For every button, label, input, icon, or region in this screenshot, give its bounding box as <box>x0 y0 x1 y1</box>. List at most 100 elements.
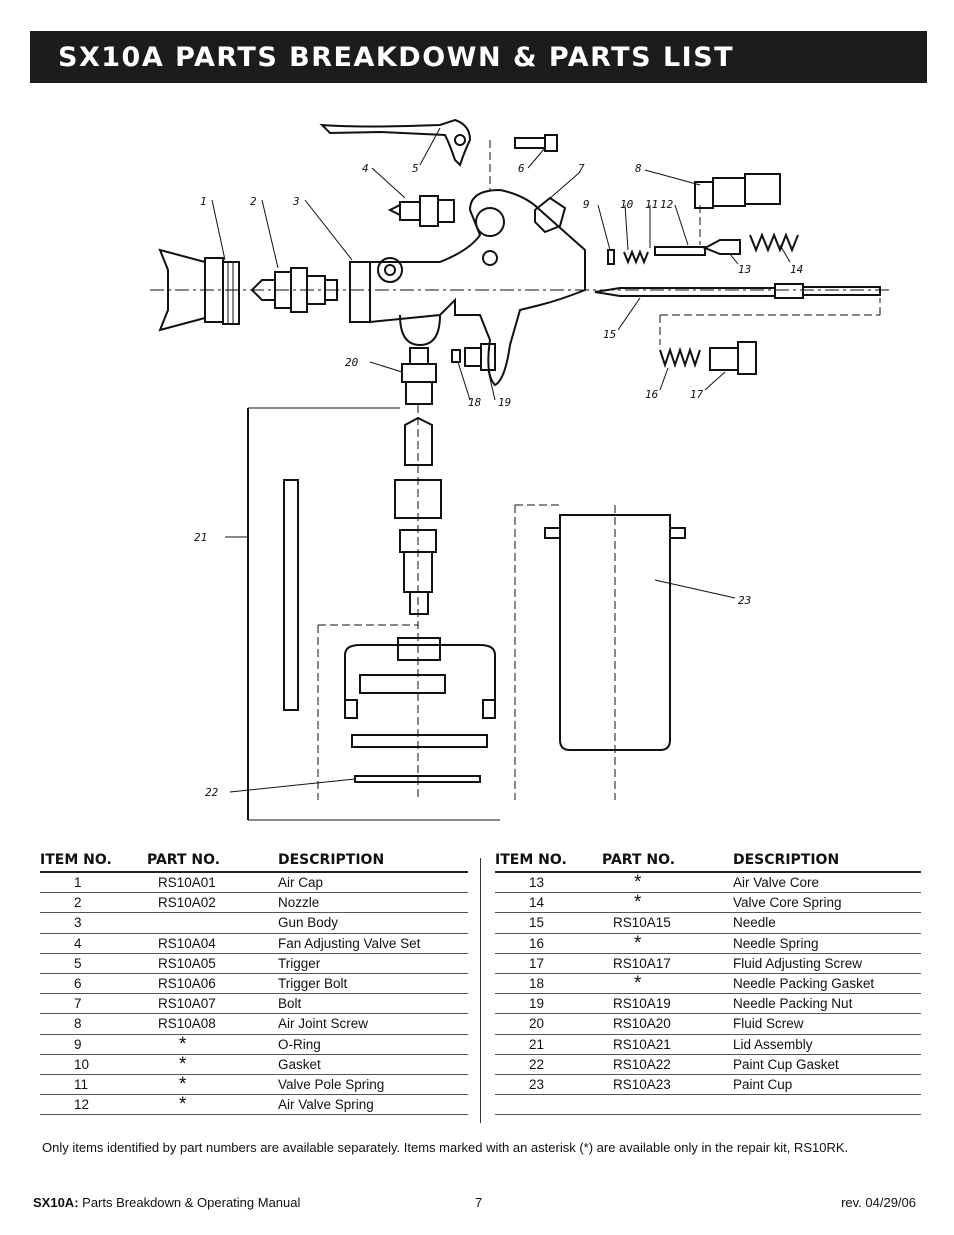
table-row: 12*Air Valve Spring <box>40 1094 468 1116</box>
callout-19: 19 <box>498 396 511 409</box>
table-row: 3 Gun Body <box>40 912 468 934</box>
table-row: 13*Air Valve Core <box>495 872 921 894</box>
item-no-cell: 11 <box>40 1074 147 1096</box>
header-item-no: ITEM NO. <box>40 848 147 873</box>
table-row: 10*Gasket <box>40 1054 468 1075</box>
callout-4: 4 <box>362 162 369 175</box>
item-no-cell <box>495 1094 602 1116</box>
part-no-cell: RS10A05 <box>147 953 278 974</box>
description-cell: Air Valve Core <box>733 872 921 894</box>
header-part-no: PART NO. <box>602 848 733 873</box>
description-cell: Gun Body <box>278 912 468 934</box>
description-cell: Paint Cup <box>733 1074 921 1096</box>
description-cell: Air Cap <box>278 872 468 894</box>
item-no-cell: 23 <box>495 1074 602 1096</box>
description-cell: Lid Assembly <box>733 1034 921 1055</box>
part-no-cell: * <box>602 892 733 914</box>
table-row: 16*Needle Spring <box>495 933 921 954</box>
item-no-cell: 19 <box>495 993 602 1015</box>
part-no-cell: * <box>147 1054 278 1075</box>
page-number: 7 <box>475 1195 483 1210</box>
description-cell: Paint Cup Gasket <box>733 1054 921 1075</box>
callout-23: 23 <box>738 594 751 607</box>
item-no-cell: 6 <box>40 973 147 995</box>
callout-5: 5 <box>412 162 419 175</box>
header-description: DESCRIPTION <box>278 848 468 873</box>
description-cell <box>733 1094 921 1116</box>
table-row: 14*Valve Core Spring <box>495 892 921 914</box>
callout-12: 12 <box>660 198 674 211</box>
part-no-cell: * <box>147 1034 278 1055</box>
part-no-cell: RS10A06 <box>147 973 278 995</box>
part-no-cell: RS10A04 <box>147 933 278 954</box>
callout-7: 7 <box>578 162 585 175</box>
item-no-cell: 18 <box>495 973 602 995</box>
table-header-row: ITEM NO. PART NO. DESCRIPTION <box>40 848 468 873</box>
part-no-cell: * <box>602 933 733 954</box>
item-no-cell: 9 <box>40 1034 147 1055</box>
item-no-cell: 8 <box>40 1013 147 1035</box>
callout-14: 14 <box>790 263 803 276</box>
availability-note: Only items identified by part numbers ar… <box>42 1140 849 1155</box>
footer-doc-title: Parts Breakdown & Operating Manual <box>82 1195 301 1210</box>
description-cell: Trigger Bolt <box>278 973 468 995</box>
callout-9: 9 <box>583 198 590 211</box>
header-part-no: PART NO. <box>147 848 278 873</box>
callout-15: 15 <box>603 328 616 341</box>
part-no-cell: RS10A01 <box>147 872 278 894</box>
callout-11: 11 <box>645 198 658 211</box>
item-no-cell: 16 <box>495 933 602 954</box>
item-no-cell: 21 <box>495 1034 602 1055</box>
callout-18: 18 <box>468 396 482 409</box>
table-row: 9*O-Ring <box>40 1034 468 1055</box>
callout-6: 6 <box>518 162 525 175</box>
description-cell: Gasket <box>278 1054 468 1075</box>
part-no-cell: RS10A17 <box>602 953 733 974</box>
part-no-cell: RS10A02 <box>147 892 278 914</box>
callout-20: 20 <box>345 356 359 369</box>
part-no-cell: * <box>602 973 733 995</box>
footer-model: SX10A: <box>33 1195 79 1210</box>
item-no-cell: 15 <box>495 912 602 934</box>
item-no-cell: 4 <box>40 933 147 954</box>
item-no-cell: 3 <box>40 912 147 934</box>
description-cell: Trigger <box>278 953 468 974</box>
part-no-cell <box>147 912 278 934</box>
item-no-cell: 22 <box>495 1054 602 1075</box>
callout-22: 22 <box>205 786 219 799</box>
callout-16: 16 <box>645 388 659 401</box>
item-no-cell: 5 <box>40 953 147 974</box>
column-divider <box>480 858 481 1123</box>
item-no-cell: 14 <box>495 892 602 914</box>
parts-table-right: ITEM NO. PART NO. DESCRIPTION 13*Air Val… <box>495 848 921 1116</box>
part-no-cell: RS10A07 <box>147 993 278 1015</box>
description-cell: Nozzle <box>278 892 468 914</box>
footer-doc-info: SX10A: Parts Breakdown & Operating Manua… <box>33 1195 300 1210</box>
part-no-cell: RS10A22 <box>602 1054 733 1075</box>
item-no-cell: 20 <box>495 1013 602 1035</box>
callout-1: 1 <box>200 195 207 208</box>
callout-13: 13 <box>738 263 751 276</box>
description-cell: Needle <box>733 912 921 934</box>
item-no-cell: 17 <box>495 953 602 974</box>
header-item-no: ITEM NO. <box>495 848 602 873</box>
description-cell: Needle Packing Nut <box>733 993 921 1015</box>
title-banner: SX10A PARTS BREAKDOWN & PARTS LIST <box>30 31 927 83</box>
callout-21: 21 <box>194 531 207 544</box>
part-no-cell: RS10A23 <box>602 1074 733 1096</box>
callout-10: 10 <box>620 198 634 211</box>
